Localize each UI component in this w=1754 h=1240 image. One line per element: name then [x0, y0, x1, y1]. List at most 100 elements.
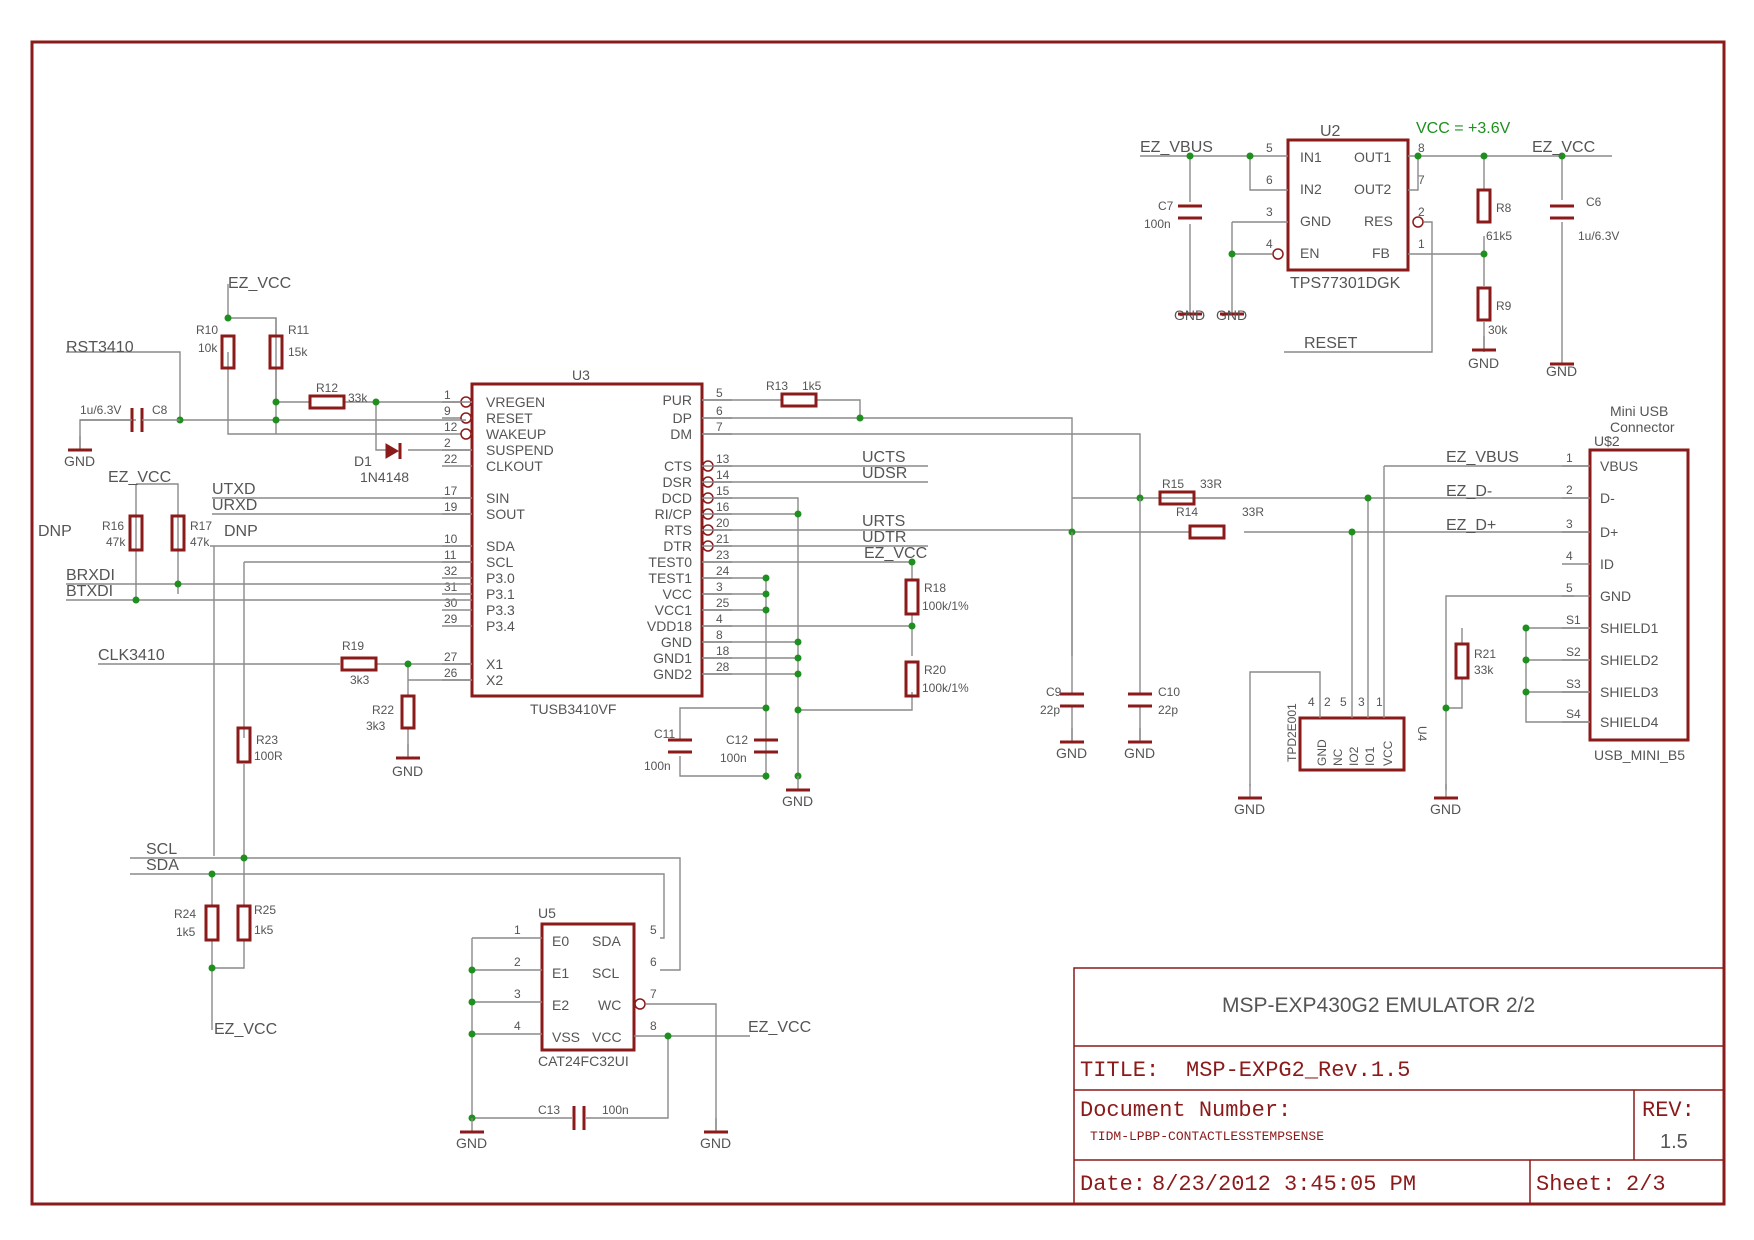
r16-value: 47k: [106, 535, 126, 549]
u2-part: TPS77301DGK: [1290, 275, 1401, 292]
u5-part: CAT24FC32UI: [538, 1053, 629, 1069]
r25-value: 1k5: [254, 923, 274, 937]
usb-pin-4: GND: [1600, 588, 1631, 604]
net-reset-u2: RESET: [1304, 335, 1358, 352]
net-ez-dp: EZ_D+: [1446, 517, 1496, 534]
u3-pin-right-8: DTR: [663, 538, 692, 554]
u3-pin-right-4: DSR: [662, 474, 692, 490]
gnd-usb: GND: [1430, 801, 1461, 817]
c7-value: 100n: [1144, 217, 1171, 231]
net-ez-vcc-r10: EZ_VCC: [228, 275, 291, 292]
gnd-u4: GND: [1234, 801, 1265, 817]
u4-pin-io2: IO2: [1347, 746, 1361, 766]
u3-pin-right-2: DM: [670, 426, 692, 442]
u5-ref: U5: [538, 905, 556, 921]
u3-pin-right-9: TEST0: [648, 554, 692, 570]
usb-num-7: S3: [1566, 677, 1581, 691]
u3-pin-12: P3.4: [486, 618, 515, 634]
u3-num-left-12: 29: [444, 612, 458, 626]
doc-value: TIDM-LPBP-CONTACTLESSTEMPSENSE: [1090, 1129, 1324, 1144]
net-ucts: UCTS: [862, 449, 906, 466]
u3-pin-right-5: DCD: [662, 490, 692, 506]
u3-num-left-10: 31: [444, 580, 458, 594]
u3-pin-3: SUSPEND: [486, 442, 554, 458]
net-urts: URTS: [862, 513, 905, 530]
usb-title-2: Connector: [1610, 419, 1675, 435]
gnd-c7: GND: [1174, 307, 1205, 323]
r18-value: 100k/1%: [922, 599, 969, 613]
u2-pin-out2: OUT2: [1354, 181, 1392, 197]
c6-ref: C6: [1586, 195, 1602, 209]
gnd-u5-wc: GND: [700, 1135, 731, 1151]
u3-num-right-1: 6: [716, 404, 723, 418]
u4-pin-nc: NC: [1331, 748, 1345, 766]
u3-num-left-4: 22: [444, 452, 458, 466]
u2-num-6: 6: [1266, 173, 1273, 187]
usb-pins: VBUS1D-2D+3ID4GND5SHIELD1S1SHIELD2S2SHIE…: [1562, 451, 1659, 730]
sheet-value: 2/3: [1626, 1172, 1666, 1197]
u2-num-3: 3: [1266, 205, 1273, 219]
net-btxdi: BTXDI: [66, 583, 113, 600]
usb-pin-8: SHIELD4: [1600, 714, 1659, 730]
u3-num-left-5: 17: [444, 484, 458, 498]
r22-ref: R22: [372, 703, 394, 717]
u3-num-right-10: 24: [716, 564, 730, 578]
u3-num-left-2: 12: [444, 420, 458, 434]
u3-num-left-7: 10: [444, 532, 458, 546]
u2-num-5: 5: [1266, 141, 1273, 155]
u5-num-2: 2: [514, 955, 521, 969]
r12-value: 33k: [348, 391, 368, 405]
c11-ref: C11: [654, 727, 675, 741]
r16-ref: R16: [102, 519, 124, 533]
net-ez-vbus-u2: EZ_VBUS: [1140, 139, 1213, 156]
u3-num-right-15: 18: [716, 644, 730, 658]
r21-value: 33k: [1474, 663, 1494, 677]
r13-ref: R13: [766, 379, 788, 393]
usb-num-2: 3: [1566, 517, 1573, 531]
usb-shield-wiring: R21 33k GND: [1430, 595, 1590, 817]
r18-ref: R18: [924, 581, 946, 595]
r21-ref: R21: [1474, 647, 1496, 661]
r12-ref: R12: [316, 381, 338, 395]
u3-num-right-6: 16: [716, 500, 730, 514]
u3-num-left-13: 27: [444, 650, 458, 664]
u2-pin-out1: OUT1: [1354, 149, 1392, 165]
net-clk3410: CLK3410: [98, 647, 165, 664]
u5-num-4: 4: [514, 1019, 521, 1033]
u2-pin-in2: IN2: [1300, 181, 1322, 197]
u5-eeprom: U5 CAT24FC32UI E0 E1 E2 VSS SDA SCL WC V…: [456, 905, 811, 1151]
sheet-label: Sheet:: [1536, 1172, 1615, 1197]
gnd-u5: GND: [456, 1135, 487, 1151]
u3-num-right-0: 5: [716, 386, 723, 400]
net-brxdi: BRXDI: [66, 567, 115, 584]
rev-label: REV:: [1642, 1098, 1695, 1123]
usb-pin-0: VBUS: [1600, 458, 1638, 474]
u3-num-right-2: 7: [716, 420, 723, 434]
u2-vcc-note: VCC = +3.6V: [1416, 120, 1511, 137]
u3-num-right-4: 14: [716, 468, 730, 482]
c10-ref: C10: [1158, 685, 1180, 699]
u2-pin-res: RES: [1364, 213, 1393, 229]
r10-value: 10k: [198, 341, 218, 355]
u5-pin-vss: VSS: [552, 1029, 580, 1045]
r9-value: 30k: [1488, 323, 1508, 337]
date-label: Date:: [1080, 1172, 1146, 1197]
u4-pin-vcc: VCC: [1381, 740, 1395, 766]
net-udtr: UDTR: [862, 529, 906, 546]
u3-left-wiring: EZ_VCC RST3410 R10 10k R11 15k R12 33k D…: [38, 275, 472, 860]
u3-pin-1: RESET: [486, 410, 533, 426]
u3-pin-11: P3.3: [486, 602, 515, 618]
u3-pin-right-16: GND2: [653, 666, 692, 682]
doc-label: Document Number:: [1080, 1098, 1291, 1123]
net-dnp-1: DNP: [38, 523, 72, 540]
u5-pin-e1: E1: [552, 965, 569, 981]
u2-num-8: 8: [1418, 141, 1425, 155]
c6-value: 1u/6.3V: [1578, 229, 1619, 243]
u3-num-right-8: 21: [716, 532, 730, 546]
usb-ref: U$2: [1594, 433, 1620, 449]
u3-num-left-3: 2: [444, 436, 451, 450]
u3-pin-13: X1: [486, 656, 503, 672]
u2-regulator: U2 TPS77301DGK VCC = +3.6V IN1 IN2 GND E…: [1266, 120, 1511, 292]
u5-pin-sda: SDA: [592, 933, 621, 949]
u3-num-right-9: 23: [716, 548, 730, 562]
